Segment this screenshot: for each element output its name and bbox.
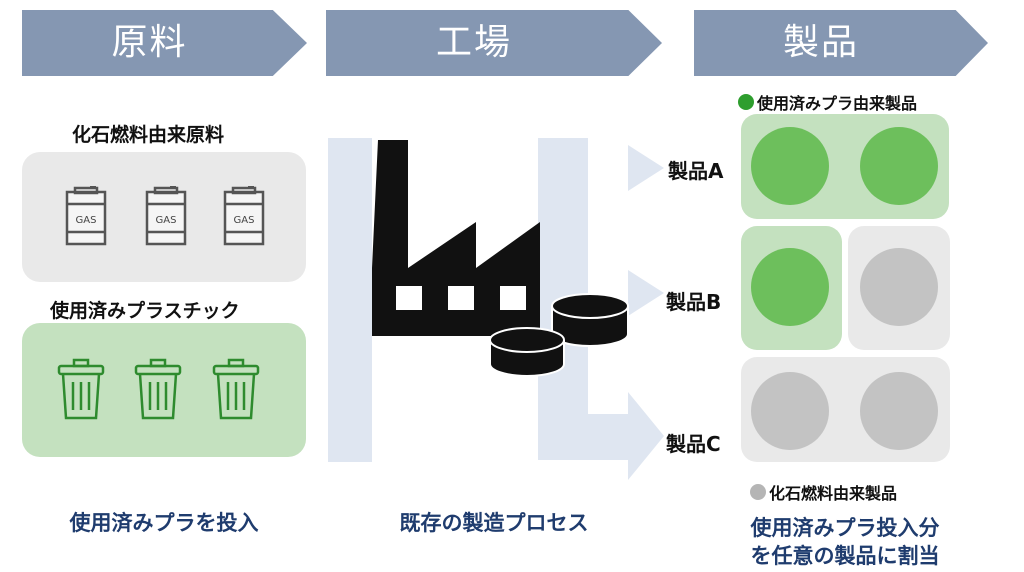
caption-middle: 既存の製造プロセス <box>399 511 589 535</box>
stage-product: 製品 <box>694 10 988 76</box>
product-a-recycled-unit <box>860 127 938 205</box>
stage-raw: 原料 <box>22 10 307 76</box>
product-a-label: 製品A <box>668 159 724 183</box>
trash-can-icon <box>57 358 105 420</box>
plastic-raw-label: 使用済みプラスチック <box>50 300 240 322</box>
legend-fossil: 化石燃料由来製品 <box>750 480 897 504</box>
stage-product-label: 製品 <box>782 22 859 63</box>
stage-factory-label: 工場 <box>435 22 512 63</box>
product-c-label: 製品C <box>666 432 721 456</box>
trash-can-icon <box>212 358 260 420</box>
product-a-recycled-unit <box>751 127 829 205</box>
trash-can-icon <box>134 358 182 420</box>
legend-fossil-label: 化石燃料由来製品 <box>769 484 898 503</box>
stage-factory: 工場 <box>326 10 662 76</box>
product-c-fossil-unit <box>860 372 938 450</box>
product-b-fossil-unit <box>860 248 938 326</box>
legend-green-dot <box>738 94 754 110</box>
gas-text: GAS <box>156 215 177 226</box>
gas-text: GAS <box>76 215 97 226</box>
plastic-raw-panel <box>22 323 306 457</box>
gas-drum-icon: GAS <box>65 186 107 246</box>
product-b-label: 製品B <box>666 290 722 314</box>
gas-drum-icon: GAS <box>223 186 265 246</box>
caption-left: 使用済みプラを投入 <box>69 511 259 535</box>
flow-right-branches <box>538 138 664 480</box>
product-c-fossil-unit <box>751 372 829 450</box>
legend-recycled-label: 使用済みプラ由来製品 <box>757 94 918 113</box>
pellets-icon <box>489 293 629 377</box>
factory-icon <box>372 140 540 336</box>
fossil-raw-label: 化石燃料由来原料 <box>72 124 225 146</box>
caption-right-line2: を任意の製品に割当 <box>750 544 940 568</box>
product-b-recycled-unit <box>751 248 829 326</box>
caption-right-line1: 使用済みプラ投入分 <box>750 516 940 540</box>
legend-recycled: 使用済みプラ由来製品 <box>738 90 917 114</box>
flow-left-bar <box>328 138 372 462</box>
stage-raw-label: 原料 <box>111 22 188 63</box>
legend-gray-dot <box>750 484 766 500</box>
gas-text: GAS <box>234 215 255 226</box>
gas-drum-icon: GAS <box>145 186 187 246</box>
